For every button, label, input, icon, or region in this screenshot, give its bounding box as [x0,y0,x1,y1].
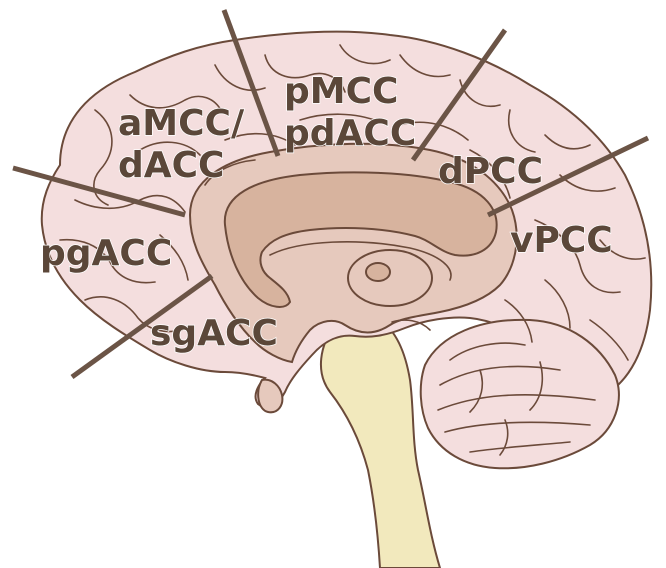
label-vpcc: vPCC [510,220,613,261]
label-pmcc-line2: pdACC [284,113,416,154]
thalamus [348,250,432,306]
label-amcc-line1: aMCC/ [118,103,245,144]
label-sgacc: sgACC [150,313,278,354]
label-dpcc: dPCC [438,151,543,192]
interthalamic-adhesion [366,263,390,281]
label-pmcc-line1: pMCC [284,71,398,112]
brainstem [321,320,440,568]
label-pgacc: pgACC [40,233,172,274]
label-amcc-line2: dACC [118,145,224,186]
